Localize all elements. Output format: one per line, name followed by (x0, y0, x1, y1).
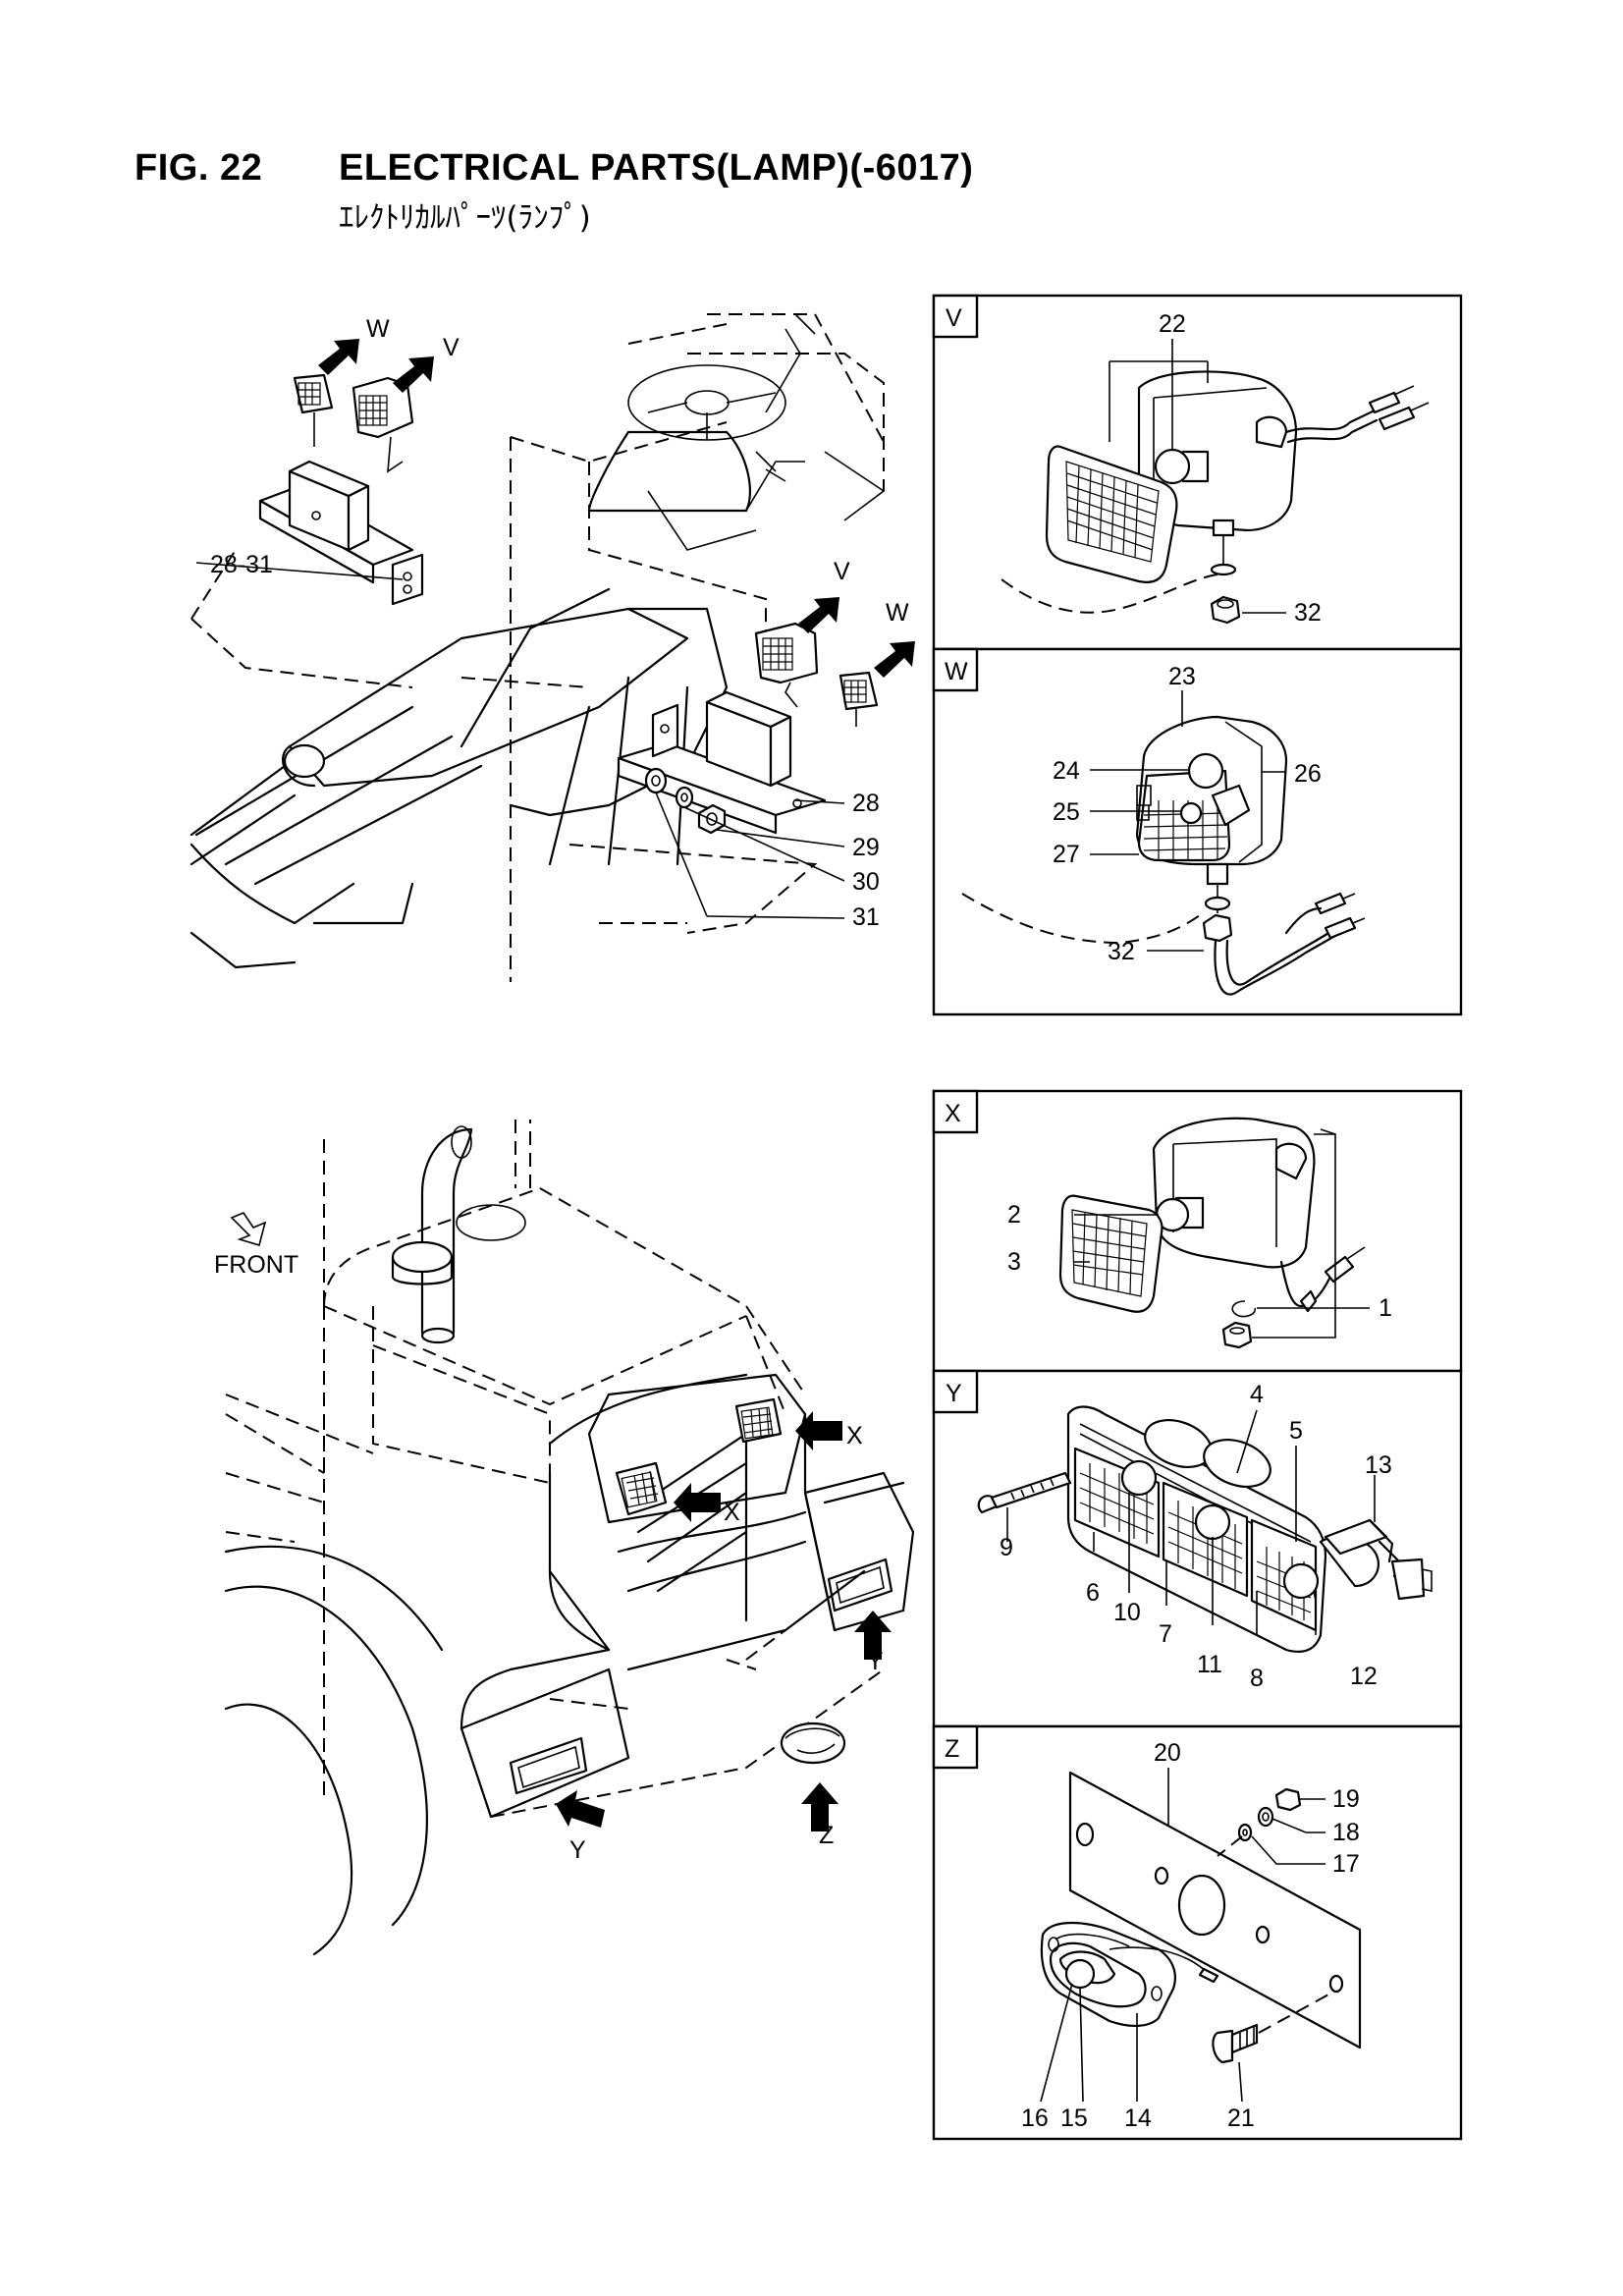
view-arrow-v1 (393, 356, 434, 393)
view-label-y2: Y (569, 1836, 586, 1864)
panel-v-label: V (946, 304, 962, 332)
overview-top: W V V W 28-31 28 29 30 31 (189, 313, 915, 982)
callout-32-w: 32 (1108, 938, 1135, 965)
callout-23: 23 (1168, 663, 1196, 690)
view-arrow-x2 (674, 1483, 721, 1522)
panel-y-label: Y (946, 1380, 962, 1407)
figure-subtitle: ｴﾚｸﾄﾘｶﾙﾊﾟｰﾂ(ﾗﾝﾌﾟ) (339, 200, 591, 236)
panel-w: W 23 24 25 26 27 32 (932, 647, 1463, 1016)
callout-3: 3 (1007, 1248, 1021, 1276)
panel-w-label: W (945, 658, 968, 685)
overview-bottom: FRONT (214, 1120, 915, 1956)
callout-7: 7 (1159, 1620, 1172, 1648)
panel-y: Y 4 5 13 9 6 (932, 1369, 1463, 1728)
callout-26: 26 (1294, 760, 1322, 788)
callout-15: 15 (1060, 2105, 1088, 2132)
callout-8: 8 (1250, 1665, 1264, 1692)
callout-27: 27 (1053, 841, 1080, 868)
view-label-v2: V (834, 558, 850, 585)
callout-10: 10 (1113, 1599, 1141, 1626)
view-arrow-w2 (874, 641, 915, 678)
view-label-v1: V (443, 334, 460, 361)
callout-18: 18 (1332, 1819, 1360, 1846)
figure-number: FIG. 22 (135, 147, 263, 189)
callout-14: 14 (1124, 2105, 1152, 2132)
callout-9: 9 (1000, 1534, 1013, 1561)
callout-2: 2 (1007, 1201, 1021, 1229)
callout-22: 22 (1159, 310, 1186, 338)
callout-20: 20 (1154, 1739, 1181, 1767)
panel-x: X 2 3 1 (932, 1089, 1463, 1373)
callout-32-v: 32 (1294, 599, 1322, 627)
callout-31: 31 (852, 903, 880, 931)
view-arrow-x1 (795, 1411, 842, 1450)
callout-28-31: 28-31 (210, 551, 273, 578)
callout-4: 4 (1250, 1381, 1264, 1408)
callout-29: 29 (852, 834, 880, 861)
callout-19: 19 (1332, 1785, 1360, 1813)
callout-17: 17 (1332, 1850, 1360, 1878)
callout-24: 24 (1053, 757, 1080, 785)
front-label: FRONT (214, 1251, 298, 1279)
view-label-w2: W (886, 599, 909, 627)
view-label-x1: X (846, 1422, 863, 1449)
callout-21: 21 (1227, 2105, 1255, 2132)
view-arrow-z (801, 1782, 839, 1831)
panel-x-label: X (945, 1100, 961, 1127)
view-arrow-y2 (556, 1790, 605, 1828)
callout-6: 6 (1086, 1579, 1100, 1607)
view-arrow-v2 (798, 597, 839, 633)
callout-30: 30 (852, 868, 880, 896)
callout-28: 28 (852, 790, 880, 817)
view-label-x2: X (724, 1499, 740, 1526)
figure-title: FIG. 22 ELECTRICAL PARTS(LAMP)(-6017) (135, 147, 973, 190)
view-label-w1: W (366, 315, 390, 343)
view-label-y1: Y (867, 1648, 884, 1675)
callout-1: 1 (1379, 1294, 1392, 1322)
front-arrow-icon (230, 1212, 267, 1247)
view-label-z: Z (819, 1822, 834, 1849)
callout-11: 11 (1197, 1651, 1222, 1678)
callout-16: 16 (1021, 2105, 1049, 2132)
view-arrow-w1 (318, 339, 359, 375)
panel-z: Z 20 19 18 17 16 (932, 1724, 1463, 2141)
view-arrow-y1 (854, 1611, 892, 1660)
callout-12: 12 (1350, 1663, 1378, 1690)
panel-z-label: Z (945, 1735, 959, 1763)
callout-25: 25 (1053, 798, 1080, 826)
callout-13: 13 (1365, 1451, 1392, 1479)
callout-5: 5 (1289, 1417, 1303, 1445)
figure-heading: ELECTRICAL PARTS(LAMP)(-6017) (339, 147, 974, 189)
panel-v: V 22 32 (932, 294, 1463, 651)
